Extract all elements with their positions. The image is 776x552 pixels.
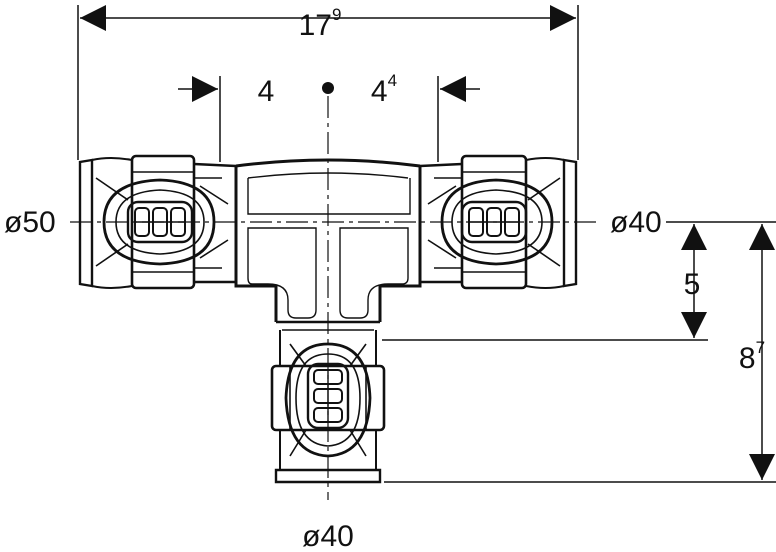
overall-width-value: 17 [299,9,332,42]
dimension-branch-offset: 5 [382,221,708,341]
svg-text:87: 87 [739,338,765,375]
overall-height-value: 8 [739,342,756,375]
dimension-right-offset: 44 [371,71,480,162]
right-offset-value: 4 [371,75,388,108]
left-socket [78,154,237,290]
right-offset-superscript: 4 [388,71,397,90]
dimension-left-offset: 4 [178,75,274,162]
svg-text:44: 44 [371,71,397,108]
bottom-port-diameter-label: ø40 [302,520,354,552]
tee-body [234,158,422,322]
bottom-socket [270,320,386,484]
center-point-marker [322,82,334,94]
dimension-overall-width: 179 [77,4,579,160]
right-socket [419,154,578,290]
centerlines [70,82,598,500]
overall-width-superscript: 9 [332,5,341,24]
left-offset-value: 4 [258,75,275,108]
branch-offset-value: 5 [684,268,701,301]
right-port-diameter-label: ø40 [610,206,662,239]
overall-height-superscript: 7 [756,338,765,357]
dimension-overall-height: 87 [384,221,776,483]
left-port-diameter-label: ø50 [4,206,56,239]
svg-text:179: 179 [299,5,342,42]
